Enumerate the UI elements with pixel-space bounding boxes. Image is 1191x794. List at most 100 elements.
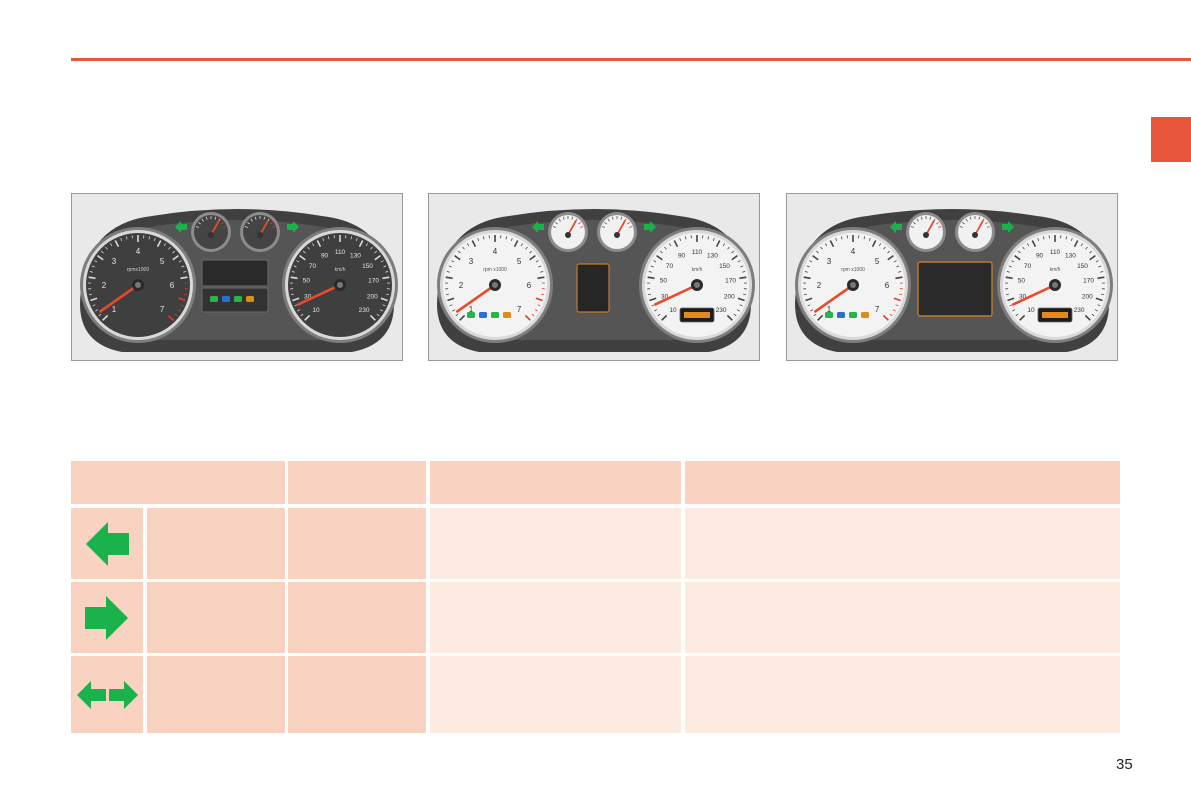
gauge-tick <box>316 240 322 248</box>
gauge-tick-label: 30 <box>661 294 669 301</box>
gauge-tick <box>540 271 544 273</box>
gauge-tick <box>898 271 902 273</box>
top-rule <box>71 58 1191 61</box>
gauge-tick <box>733 313 737 317</box>
gauge-tick <box>660 250 663 254</box>
warning-lamp-icon <box>861 312 869 318</box>
gauge-tick <box>1009 304 1013 307</box>
gauge-tick <box>653 260 657 263</box>
gauge-tick <box>386 293 390 296</box>
odometer-digits <box>684 312 710 318</box>
warning-lamp-icon <box>825 312 833 318</box>
gauge-hub-cap <box>337 282 343 288</box>
gauge-tick <box>125 236 128 240</box>
gauge-tick <box>679 237 682 242</box>
left-turn-indicator-icon <box>890 221 902 233</box>
gauge-tick <box>1101 293 1105 296</box>
table-cell <box>288 582 426 653</box>
gauge-tick <box>181 265 185 268</box>
gauge-tick <box>737 260 741 263</box>
gauge-tick <box>1042 236 1045 240</box>
left-arrow-icon <box>86 522 129 566</box>
gauge-tick <box>300 313 304 317</box>
gauge-tick-label: 90 <box>678 253 686 260</box>
left-turn-indicator-icon <box>532 221 544 233</box>
gauge-tick <box>529 254 536 261</box>
small-gauge-tick <box>929 216 932 220</box>
table-header-cell <box>430 461 681 504</box>
small-gauge <box>906 212 946 252</box>
small-gauge-tick <box>247 221 250 225</box>
small-gauge-tick <box>910 226 914 228</box>
gauge-tick <box>807 304 811 307</box>
gauge-tick <box>1095 260 1099 263</box>
gauge-tick <box>455 313 459 317</box>
gauge-tick <box>835 237 838 242</box>
gauge-tick <box>513 240 519 248</box>
gauge-tick-label: 3 <box>112 257 117 266</box>
gauge-tick <box>649 297 657 302</box>
gauge-tick-label: 110 <box>1050 249 1061 256</box>
gauge-tick <box>291 271 295 273</box>
small-gauge-tick <box>214 216 217 220</box>
gauge-needle <box>654 283 699 306</box>
gauge-tick <box>541 293 545 296</box>
gauge-tick <box>824 243 828 247</box>
gauge-tick <box>92 304 96 307</box>
gauge-tick-label: 2 <box>102 281 107 290</box>
small-gauge-tick <box>985 221 988 225</box>
gauge-tick-label: 200 <box>367 294 378 301</box>
gauge-tick <box>91 265 95 268</box>
gauge-tick <box>820 246 823 250</box>
small-gauge-hub <box>565 232 571 238</box>
gauge-tick <box>382 276 390 280</box>
gauge-tick <box>1070 237 1073 242</box>
gauge-tick-label: 30 <box>1019 294 1027 301</box>
gauge-tick <box>520 243 524 247</box>
right-arrow-icon <box>85 596 128 640</box>
center-display <box>201 259 269 287</box>
warning-lamp-icon <box>849 312 857 318</box>
gauge-tick-label: 130 <box>350 253 361 260</box>
gauge-tick <box>292 297 300 302</box>
small-gauge-hub <box>257 232 263 238</box>
gauge-tick <box>466 243 470 247</box>
gauge-tick <box>180 304 184 307</box>
gauge-tick-label: 200 <box>1082 294 1093 301</box>
gauge-tick <box>156 240 162 248</box>
table-cell <box>147 508 285 579</box>
gauge-tick <box>451 260 455 263</box>
gauge-tick <box>712 237 715 242</box>
small-gauge-tick <box>244 226 248 228</box>
gauge-tick <box>102 314 109 321</box>
gauge-tick-label: 50 <box>303 278 311 285</box>
gauge-tick-label: 170 <box>1083 278 1094 285</box>
gauge-tick <box>101 250 104 254</box>
gauge-tick <box>657 313 661 317</box>
gauge-tick <box>739 304 743 307</box>
gauge-tick <box>538 265 542 268</box>
gauge-hub-cap <box>135 282 141 288</box>
table-row-icon-cell <box>71 582 143 653</box>
gauge-tick <box>813 313 817 317</box>
table-cell <box>685 582 1120 653</box>
small-gauge <box>240 212 280 252</box>
gauge-tick <box>668 243 672 247</box>
table-cell <box>288 508 426 579</box>
gauge-tick <box>871 240 877 248</box>
gauge-tick <box>307 246 310 250</box>
gauge-tick <box>510 237 513 242</box>
gauge-tick-label: 70 <box>666 263 674 270</box>
gauge-tick <box>95 309 99 312</box>
gauge-tick <box>374 254 381 261</box>
gauge-tick-label: 1 <box>112 305 117 314</box>
gauge-tick <box>445 293 449 296</box>
warning-lamp-icon <box>479 312 487 318</box>
gauge-tick <box>840 236 843 240</box>
small-gauge-hub <box>923 232 929 238</box>
small-gauge-tick <box>580 226 584 228</box>
double-arrow-icon <box>77 681 138 709</box>
small-gauge-hub <box>614 232 620 238</box>
